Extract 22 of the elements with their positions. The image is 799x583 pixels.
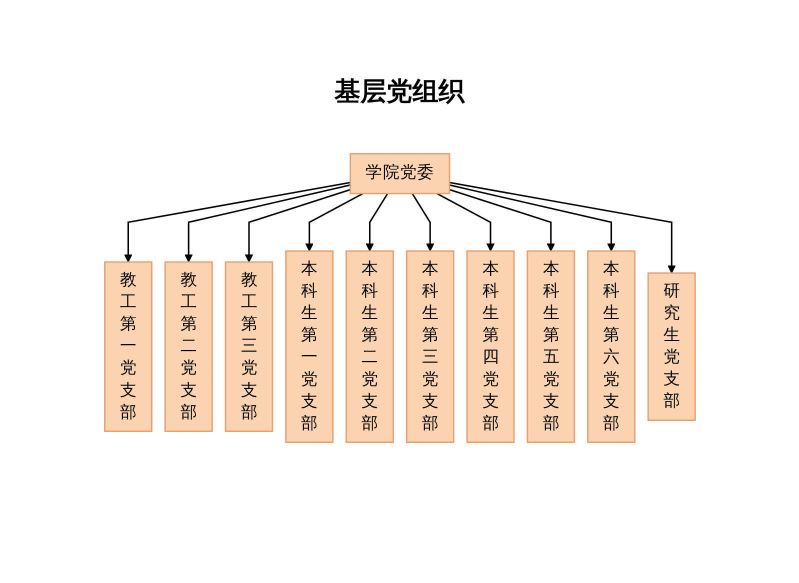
arrow (436, 192, 494, 252)
org-unit-box: 本科生第五党支部 (526, 250, 575, 443)
org-unit-box: 本科生第二党支部 (345, 250, 394, 443)
org-unit-box: 研究生党支部 (647, 272, 696, 421)
arrow (365, 193, 388, 252)
arrow (411, 193, 434, 252)
org-unit-box: 教工第二党支部 (164, 261, 212, 432)
org-unit-box: 本科生第三党支部 (405, 250, 454, 443)
org-unit-box: 教工第三党支部 (224, 261, 273, 432)
arrow (244, 188, 350, 262)
arrow (448, 184, 616, 252)
arrow (184, 184, 350, 262)
arrow (448, 188, 555, 252)
org-unit-box: 本科生第四党支部 (466, 250, 514, 443)
diagram-title: 基层党组织 (334, 76, 464, 109)
arrow (124, 182, 350, 262)
arrow (304, 192, 363, 252)
org-unit-box: 本科生第一党支部 (284, 250, 334, 443)
org-unit-box: 教工第一党支部 (104, 261, 152, 432)
org-unit-box: 本科生第六党支部 (586, 250, 636, 443)
org-unit-box: 学院党委 (349, 153, 450, 194)
arrow (448, 182, 676, 274)
